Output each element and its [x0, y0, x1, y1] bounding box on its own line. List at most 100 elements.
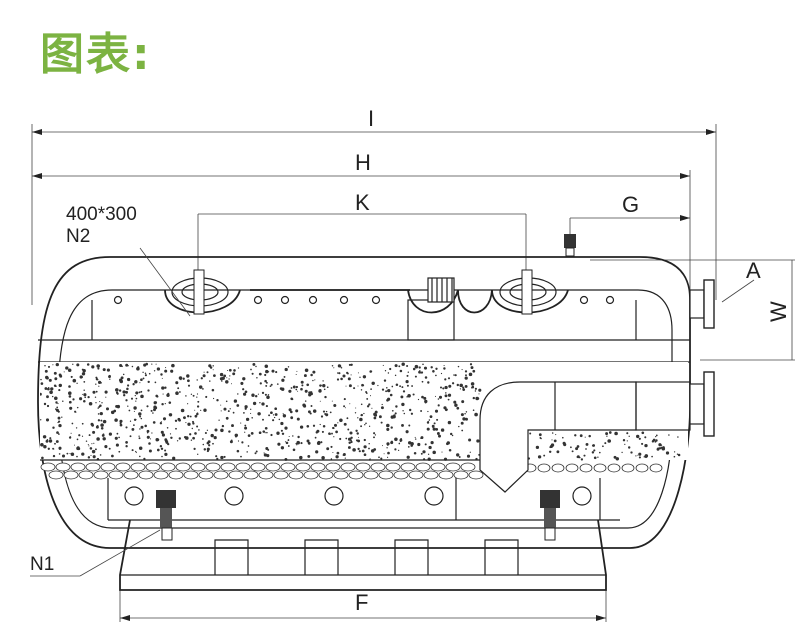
- media-grain: [269, 385, 272, 387]
- gravel-layer: [40, 462, 663, 480]
- media-grain: [88, 401, 93, 406]
- media-grain: [223, 455, 226, 458]
- media-grain: [338, 372, 341, 375]
- media-grain: [139, 428, 141, 430]
- media-grain: [268, 414, 271, 417]
- media-grain: [70, 452, 75, 456]
- media-grain: [135, 419, 137, 421]
- media-grain: [259, 402, 261, 404]
- media-grain: [244, 390, 248, 394]
- media-grain: [267, 371, 270, 373]
- media-grain: [630, 451, 633, 454]
- media-grain: [299, 455, 303, 460]
- media-grain: [40, 378, 42, 381]
- drain-valve-left: [156, 490, 176, 541]
- media-grain: [254, 452, 257, 455]
- media-grain: [453, 374, 455, 376]
- nozzle-n2-label: N2: [66, 226, 90, 247]
- media-grain: [288, 408, 292, 412]
- media-grain: [317, 440, 321, 444]
- media-grain: [99, 404, 102, 408]
- media-grain: [216, 399, 219, 402]
- media-grain: [46, 404, 50, 408]
- media-grain: [474, 387, 477, 390]
- gravel-stone: [55, 462, 71, 472]
- gravel-stone: [250, 462, 266, 472]
- tank-inner-wall: [57, 289, 673, 529]
- media-grain: [571, 450, 574, 453]
- media-grain: [171, 363, 175, 368]
- media-grain: [331, 432, 333, 435]
- media-grain: [40, 382, 44, 385]
- media-grain: [402, 390, 406, 393]
- media-grain: [55, 385, 57, 388]
- media-grain: [255, 450, 258, 453]
- media-grain: [126, 387, 129, 391]
- media-grain: [370, 388, 372, 390]
- media-grain: [673, 455, 676, 458]
- media-grain: [146, 435, 150, 439]
- media-grain: [202, 388, 204, 390]
- media-grain: [280, 387, 285, 391]
- media-grain: [196, 396, 198, 398]
- media-grain: [70, 375, 73, 378]
- media-grain: [284, 441, 287, 443]
- media-grain: [543, 454, 546, 457]
- media-grain: [45, 376, 49, 380]
- media-grain: [175, 391, 179, 395]
- media-grain: [54, 396, 58, 401]
- media-grain: [177, 417, 181, 421]
- valve-head: [156, 490, 176, 508]
- media-grain: [424, 367, 426, 369]
- media-grain: [140, 409, 143, 412]
- media-grain: [333, 423, 338, 427]
- media-grain: [344, 457, 346, 459]
- valve-head: [540, 490, 560, 508]
- media-grain: [394, 412, 397, 415]
- media-grain: [405, 430, 409, 434]
- media-grain: [65, 366, 69, 370]
- media-grain: [407, 446, 410, 448]
- hole: [605, 295, 615, 305]
- media-grain: [676, 453, 679, 455]
- media-grain: [288, 389, 292, 393]
- media-grain: [133, 410, 135, 412]
- gravel-stone: [228, 470, 244, 480]
- media-grain: [365, 391, 368, 393]
- media-grain: [436, 432, 440, 435]
- top-valve: [427, 277, 455, 303]
- gravel-stone: [370, 462, 386, 472]
- media-grain: [76, 438, 79, 441]
- media-grain: [343, 398, 346, 401]
- media-grain: [251, 393, 255, 397]
- media-grain: [381, 388, 385, 391]
- media-grain: [447, 377, 451, 380]
- manhole-right: [491, 269, 569, 315]
- media-grain: [178, 437, 181, 440]
- media-grain: [343, 405, 346, 408]
- media-grain: [637, 454, 639, 456]
- gravel-stone: [385, 462, 401, 472]
- media-grain: [440, 372, 443, 375]
- media-grain: [81, 435, 84, 437]
- media-grain: [615, 457, 620, 461]
- media-grain: [461, 369, 463, 371]
- media-grain: [102, 368, 106, 372]
- media-grain: [406, 384, 409, 387]
- media-grain: [538, 433, 542, 437]
- media-grain: [250, 368, 252, 371]
- media-grain: [259, 382, 262, 385]
- gravel-stone: [78, 470, 94, 480]
- hole: [253, 295, 263, 305]
- media-grain: [234, 433, 239, 438]
- media-grain: [209, 380, 211, 382]
- media-grain: [138, 437, 141, 440]
- media-grain: [320, 441, 323, 444]
- gauge-body: [564, 234, 576, 248]
- media-grain: [115, 404, 119, 408]
- media-grain: [153, 407, 156, 410]
- media-grain: [337, 422, 339, 424]
- media-grain: [72, 363, 74, 365]
- media-grain: [287, 439, 290, 442]
- gravel-stone: [607, 463, 621, 473]
